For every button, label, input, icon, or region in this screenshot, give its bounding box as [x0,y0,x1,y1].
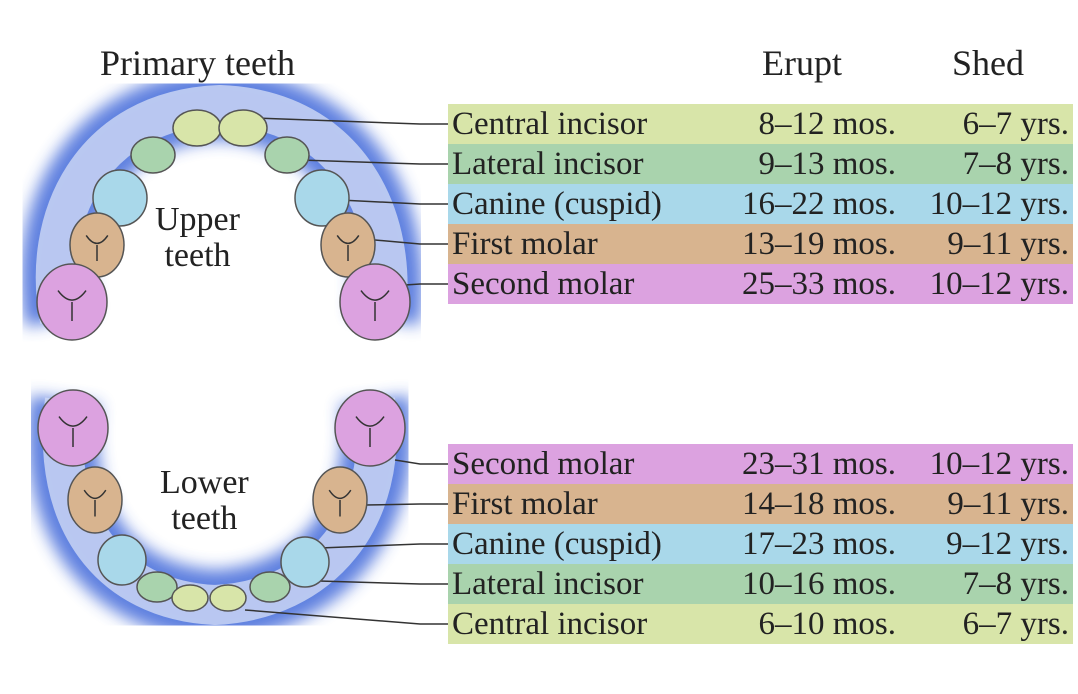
upper-teeth-table: Central incisor 8–12 mos. 6–7 yrs. Lateral… [448,104,1073,304]
molar-groove [328,489,352,517]
erupt-age: 14–18 mos. [741,486,896,522]
tooth-name: Second molar [452,266,635,302]
upper-teeth-label: Upper teeth [155,202,240,274]
shed-age: 9–12 yrs. [946,526,1069,562]
leader-line [284,579,448,585]
shed-age: 10–12 yrs. [929,446,1069,482]
diagram-title: Primary teeth [100,43,295,83]
tooth-name: Lateral incisor [452,146,644,182]
erupt-header: Erupt [762,43,842,83]
tooth-lateral [249,571,291,603]
lower-teeth-label: Lower teeth [160,465,249,537]
leader-line [364,503,448,506]
tooth-name: Canine (cuspid) [452,186,662,222]
shed-header: Shed [952,43,1024,83]
erupt-age: 25–33 mos. [741,266,896,302]
tooth-name: Second molar [452,446,635,482]
upper-label-line1: Upper [155,201,240,238]
shed-age: 7–8 yrs. [962,146,1069,182]
tooth-name: First molar [452,486,598,522]
table-row: Lateral incisor 10–16 mos. 7–8 yrs. [448,564,1073,604]
molar-groove [336,234,360,261]
tooth-canine [92,169,148,227]
leader-line [254,117,448,125]
leader-line [339,199,448,205]
upper-arch-halo [20,69,423,327]
table-row: First molar 14–18 mos. 9–11 yrs. [448,484,1073,524]
table-row: Canine (cuspid) 16–22 mos. 10–12 yrs. [448,184,1073,224]
lower-label-line2: teeth [171,500,238,537]
tooth-name: Central incisor [452,606,648,642]
tooth-lateral [130,136,176,174]
tooth-central [171,584,209,612]
shed-age: 6–7 yrs. [962,606,1069,642]
erupt-age: 8–12 mos. [758,106,896,142]
leader-line [244,609,448,625]
leader-line [394,459,448,465]
leader-line [374,239,448,245]
tooth-canine [280,536,330,588]
tooth-canine [294,169,350,227]
shed-age: 9–11 yrs. [947,226,1069,262]
molar-groove [83,489,107,517]
shed-age: 6–7 yrs. [962,106,1069,142]
erupt-age: 13–19 mos. [741,226,896,262]
molar-groove [58,416,88,447]
tooth-name: Canine (cuspid) [452,526,662,562]
tooth-lateral [136,571,178,603]
leader-line [404,283,448,286]
shed-age: 10–12 yrs. [929,266,1069,302]
shed-age: 7–8 yrs. [962,566,1069,602]
table-row: Central incisor 6–10 mos. 6–7 yrs. [448,604,1073,644]
tooth-lateral [264,136,310,174]
upper-label-line2: teeth [164,237,231,274]
erupt-age: 6–10 mos. [758,606,896,642]
leader-line [319,543,448,549]
shed-age: 9–11 yrs. [947,486,1069,522]
erupt-age: 16–22 mos. [741,186,896,222]
table-row: Central incisor 8–12 mos. 6–7 yrs. [448,104,1073,144]
tooth-name: Central incisor [452,106,648,142]
tooth-canine [97,534,147,586]
table-row: Canine (cuspid) 17–23 mos. 9–12 yrs. [448,524,1073,564]
tooth-central [172,109,222,147]
leader-line [299,159,448,165]
erupt-age: 17–23 mos. [741,526,896,562]
molar-groove [85,234,109,261]
tooth-name: Lateral incisor [452,566,644,602]
tooth-name: First molar [452,226,598,262]
table-row: Lateral incisor 9–13 mos. 7–8 yrs. [448,144,1073,184]
table-row: Second molar 25–33 mos. 10–12 yrs. [448,264,1073,304]
tooth-central [218,109,268,147]
erupt-age: 23–31 mos. [741,446,896,482]
molar-groove [360,290,390,321]
lower-label-line1: Lower [160,464,249,501]
lower-teeth-table: Second molar 23–31 mos. 10–12 yrs. First m… [448,444,1073,644]
shed-age: 10–12 yrs. [929,186,1069,222]
erupt-age: 10–16 mos. [741,566,896,602]
molar-groove [57,290,87,321]
table-row: Second molar 23–31 mos. 10–12 yrs. [448,444,1073,484]
molar-groove [355,416,385,447]
tooth-central [209,584,247,612]
erupt-age: 9–13 mos. [758,146,896,182]
table-row: First molar 13–19 mos. 9–11 yrs. [448,224,1073,264]
